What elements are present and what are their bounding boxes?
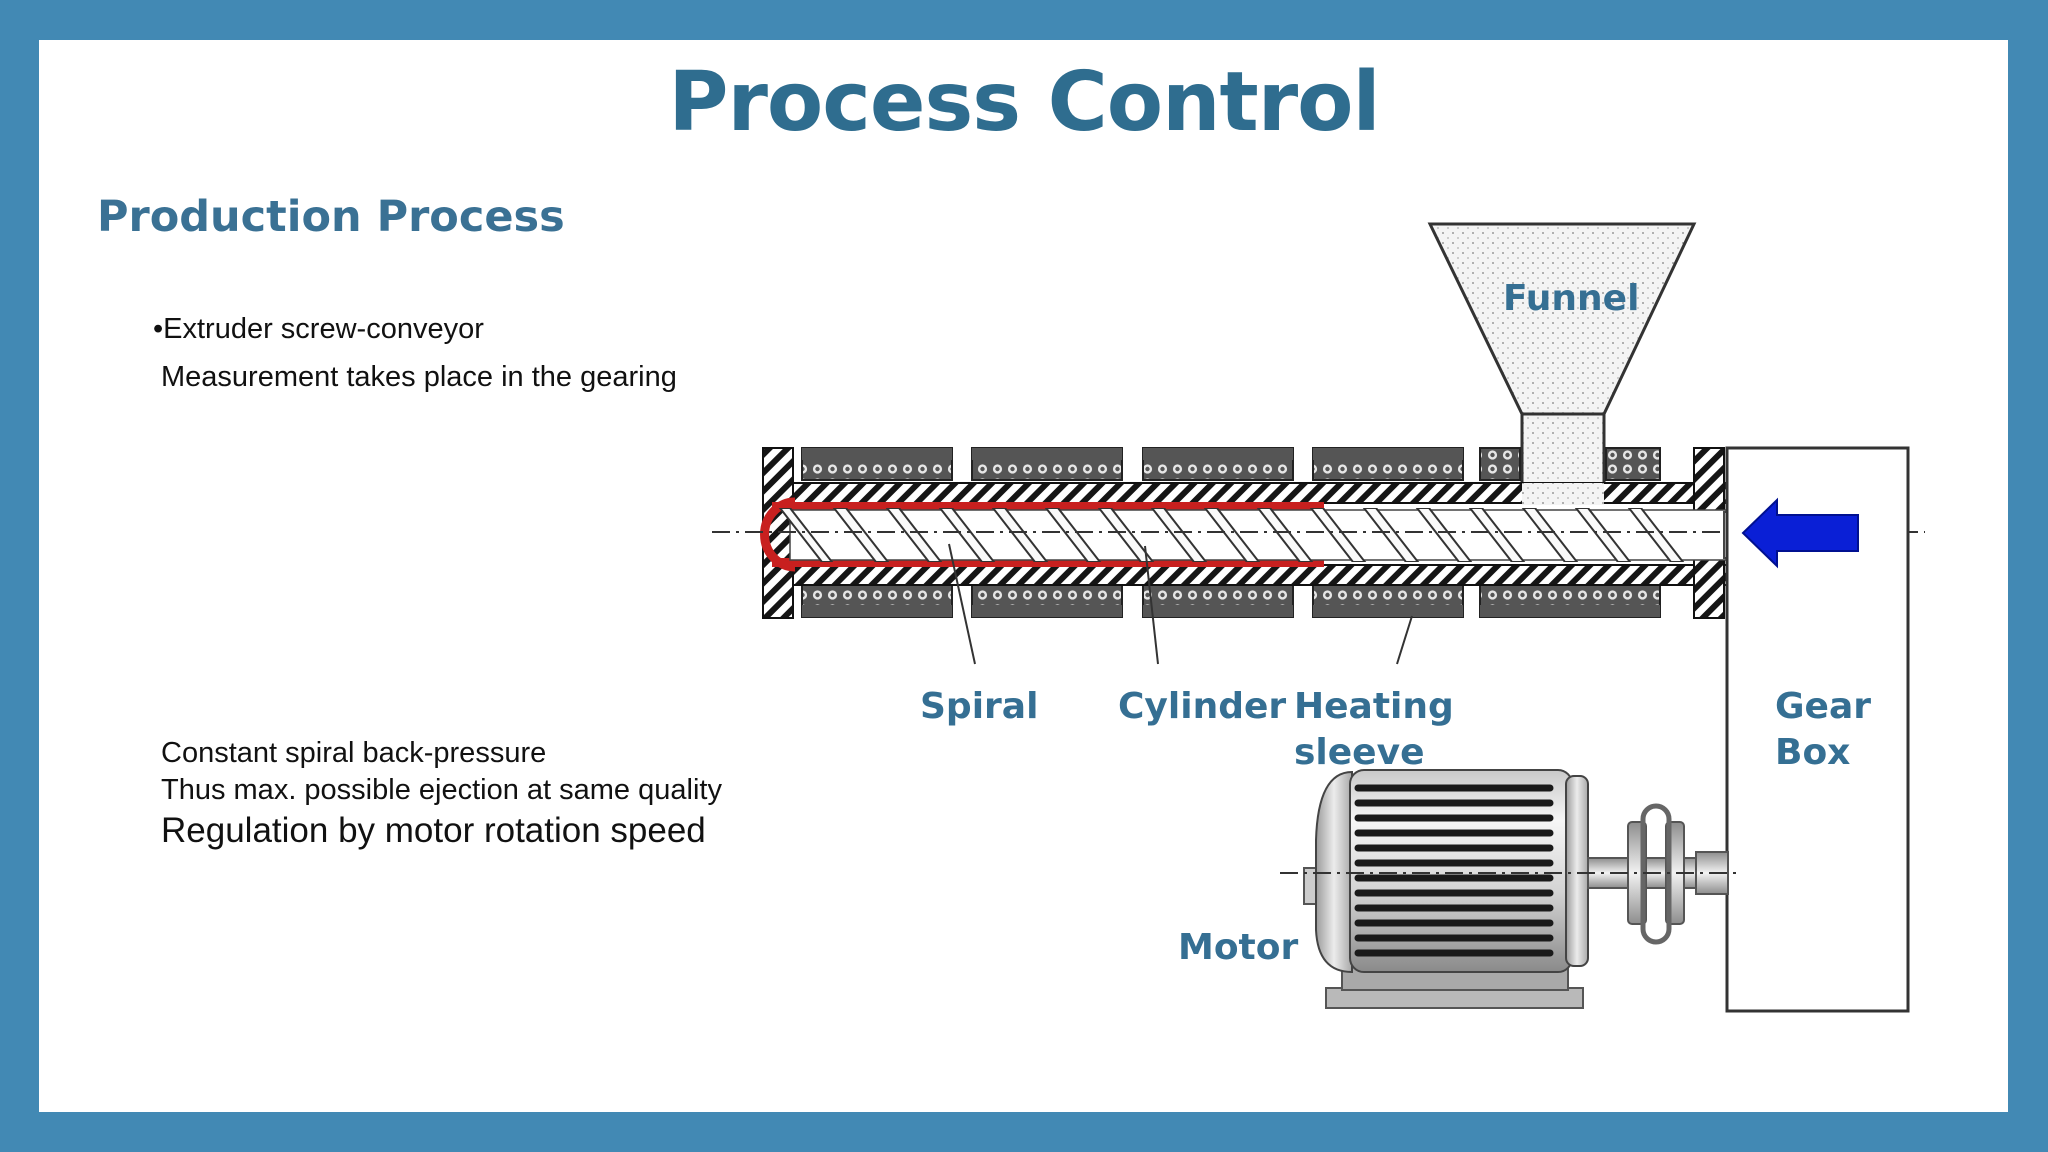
melt-zone [760,497,1324,572]
label-spiral: Spiral [920,686,1039,727]
leader-lines [948,543,1413,665]
label-heating-line1: Heating [1294,686,1454,727]
feed-direction-arrow-icon [1741,497,1859,569]
label-funnel: Funnel [1503,278,1640,319]
motor [1303,769,1589,1009]
heating-sleeve [801,447,1661,618]
label-cylinder: Cylinder [1118,686,1287,727]
note-regulation: Regulation by motor rotation speed [161,811,706,850]
section-heading: Production Process [97,192,565,242]
bullet-extruder: •Extruder screw-conveyor [153,313,484,345]
note-ejection: Thus max. possible ejection at same qual… [161,774,722,806]
label-heating-line2: sleeve [1294,732,1425,773]
cylinder [762,447,1738,619]
note-backpressure: Constant spiral back-pressure [161,737,547,769]
label-gear-line1: Gear [1775,686,1872,727]
label-gear-line2: Box [1775,732,1851,773]
slide-title: Process Control [668,55,1380,150]
label-motor: Motor [1178,927,1299,968]
measurement-text: Measurement takes place in the gearing [161,361,677,393]
spiral [778,508,1731,562]
